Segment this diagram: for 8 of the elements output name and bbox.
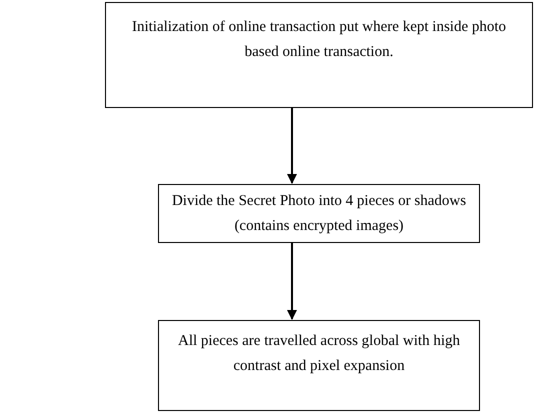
process-box [158,184,480,243]
arrow [287,108,297,184]
box-text: All pieces are travelled across global with high contrast and pixel expansion [177,332,461,376]
process-box [158,320,480,411]
box-text: Divide the Secret Photo into 4 pieces or shadows (contains encrypted images) [170,192,468,236]
process-box [105,2,533,108]
arrow [287,243,297,320]
box-text: Initialization of online transaction put where kept inside photo based online transaction. [130,18,508,62]
